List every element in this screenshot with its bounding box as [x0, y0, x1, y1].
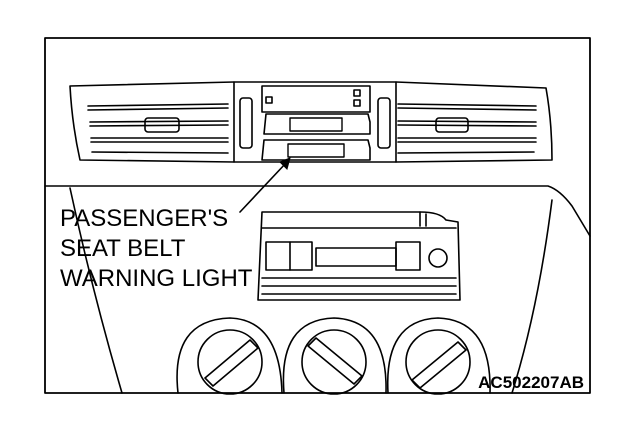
passenger-seat-belt-warning-light: [287, 143, 345, 158]
callout-arrow-head: [279, 157, 291, 170]
center-stack-left-edge: [69, 187, 123, 394]
right-air-vent: [397, 103, 537, 154]
callout-label-line-2: SEAT BELT: [60, 235, 186, 262]
hvac-knob-left: [176, 317, 283, 395]
callout-label-line-1: PASSENGER'S: [60, 205, 229, 232]
vent-assembly-outline: [69, 81, 553, 163]
figure-code: AC502207AB: [478, 373, 584, 392]
dashboard-edge: [44, 185, 591, 237]
callout-leader-line: [239, 162, 287, 213]
audio-unit: [257, 211, 461, 301]
airbag-indicator: [289, 117, 343, 132]
callout-label-line-3: WARNING LIGHT: [60, 265, 253, 292]
left-air-vent: [87, 103, 229, 154]
center-stack-right-edge: [511, 199, 553, 394]
hvac-knob-center: [282, 317, 387, 395]
hvac-knob-right: [386, 317, 491, 395]
center-panel: [233, 81, 397, 163]
figure-frame: [44, 37, 591, 394]
